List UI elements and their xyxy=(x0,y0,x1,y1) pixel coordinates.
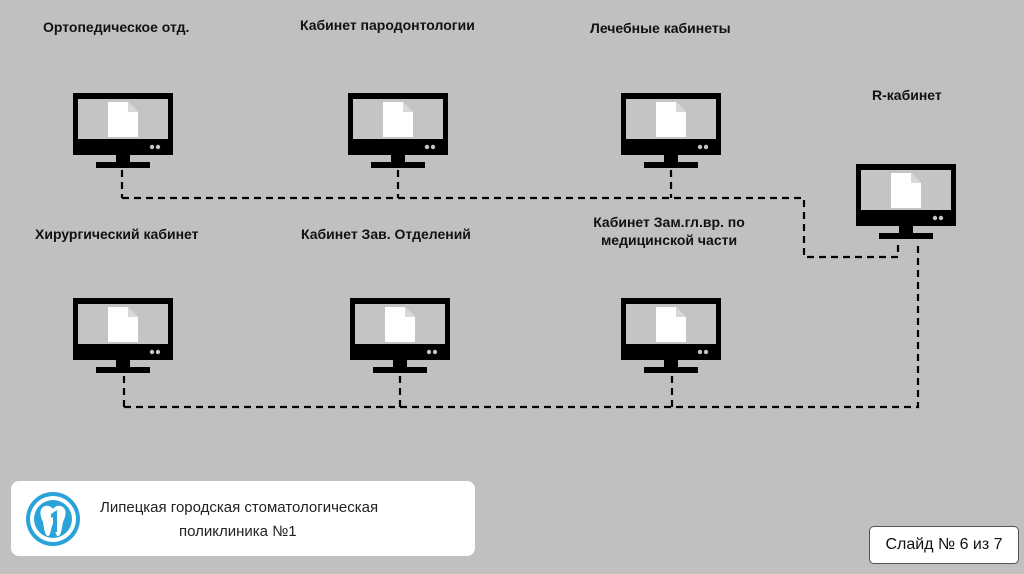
organization-name-line1: Липецкая городская стоматологическая xyxy=(100,499,379,516)
monitor-icon xyxy=(73,93,173,168)
monitor-icon xyxy=(350,298,450,373)
link-top-bus xyxy=(122,196,900,259)
organization-name-line2: поликлиника №1 xyxy=(179,523,297,540)
organization-card: Липецкая городская стоматологическая пол… xyxy=(11,481,475,556)
monitor-icon xyxy=(348,93,448,168)
label-hirurg: Хирургический кабинет xyxy=(35,226,199,242)
network-links xyxy=(120,170,920,409)
label-parodont: Кабинет пародонтологии xyxy=(300,17,475,33)
slide-counter: Слайд № 6 из 7 xyxy=(885,536,1003,553)
label-lech: Лечебные кабинеты xyxy=(590,20,731,36)
link-bottom-bus xyxy=(124,241,920,409)
label-ortho: Ортопедическое отд. xyxy=(43,19,190,35)
clinic-logo-icon xyxy=(26,492,80,546)
slide-counter-box: Слайд № 6 из 7 xyxy=(869,526,1019,564)
monitor-icon xyxy=(621,93,721,168)
label-zav: Кабинет Зав. Отделений xyxy=(301,226,471,242)
label-r-cabinet: R-кабинет xyxy=(872,87,942,103)
monitor-icon xyxy=(73,298,173,373)
monitor-icon xyxy=(856,164,956,239)
monitor-icon xyxy=(621,298,721,373)
label-zam: Кабинет Зам.гл.вр. по медицинской части xyxy=(593,214,745,248)
